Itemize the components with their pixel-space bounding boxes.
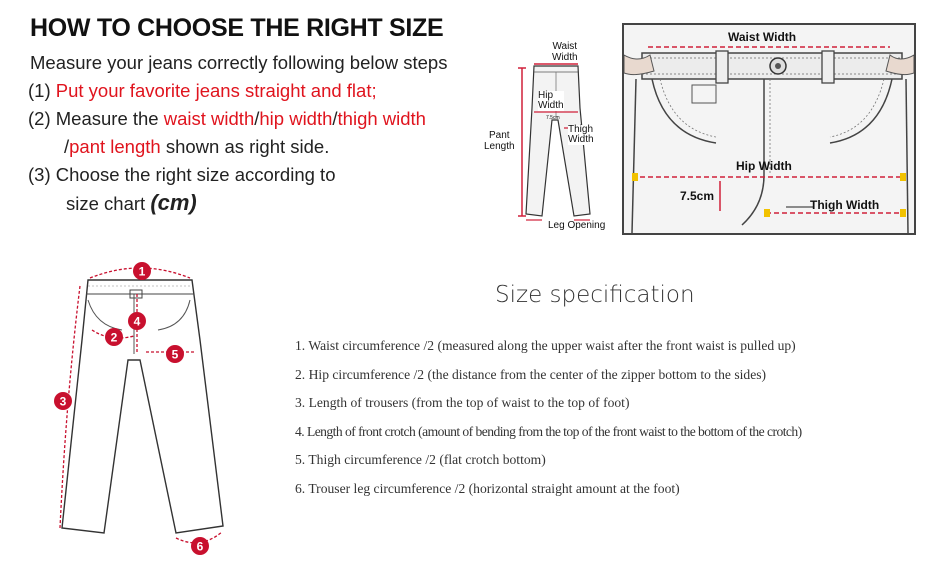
spec-item-6: 6. Trouser leg circumference /2 (horizon… [295, 481, 680, 496]
leg-opening-label: Leg Opening [548, 220, 606, 231]
step-2-sep: / [64, 136, 70, 157]
page-title: HOW TO CHOOSE THE RIGHT SIZE [30, 14, 444, 42]
crotch-offset-label: 7.5cm [680, 189, 715, 203]
spec-item-2: 2. Hip circumference /2 (the distance fr… [295, 367, 767, 382]
badge-1: 1 [133, 262, 151, 280]
svg-text:2: 2 [111, 331, 118, 345]
pants-outline [61, 279, 224, 534]
jeans-closeup-photo: Waist Width Hip Width 7.5cm Thigh Width [622, 23, 916, 235]
step-2-thigh: thigh width [337, 108, 426, 129]
badge-2: 2 [105, 328, 123, 346]
length-measure-line [59, 285, 81, 529]
spec-item-1: 1. Waist circumference /2 (measured alon… [295, 338, 796, 353]
step-2-post: shown as right side. [160, 136, 330, 157]
belt-loop [715, 50, 729, 84]
step-3-cont: size chart (cm) [66, 190, 197, 216]
step-2-hip: hip width [259, 108, 333, 129]
unit-label: (cm) [150, 190, 197, 215]
intro-text: Measure your jeans correctly following b… [30, 52, 448, 73]
left-pocket [651, 78, 717, 144]
step-1: (1) Put your favorite jeans straight and… [28, 80, 377, 102]
waist-width-label: Waist Width [728, 30, 797, 44]
label-line: Width [568, 134, 594, 145]
svg-text:3: 3 [60, 395, 67, 409]
jeans-closeup-drawing [624, 25, 914, 233]
step-2-number: (2) [28, 108, 51, 129]
spec-item-3: 3. Length of trousers (from the top of w… [295, 395, 630, 410]
right-hand [885, 54, 914, 76]
step-2-length: pant length [69, 136, 161, 157]
left-hand [624, 54, 655, 76]
step-3-number: (3) [28, 164, 51, 185]
label-line: Hip [538, 90, 554, 101]
badge-4: 4 [128, 312, 146, 330]
fly-seam [741, 79, 765, 226]
spec-item-4: 4. Length of front crotch (amount of ben… [295, 424, 802, 439]
step-2-sep: / [332, 108, 338, 129]
label-line: Waist [552, 41, 578, 52]
label-line: Thigh [568, 124, 594, 135]
thigh-width-label: Thigh Width [810, 198, 880, 212]
label-line: Pant [489, 130, 510, 141]
coin-pocket [691, 84, 717, 104]
belt-loop [821, 50, 835, 84]
label-line: Length [484, 141, 515, 152]
numbered-jeans-diagram: 1 2 3 4 5 6 [54, 262, 224, 555]
step-2-pre: Measure the [55, 108, 164, 129]
svg-text:4: 4 [134, 315, 141, 329]
svg-text:6: 6 [197, 540, 204, 554]
step-1-text: Put your favorite jeans straight and fla… [55, 80, 377, 101]
badge-5: 5 [166, 345, 184, 363]
label-line: Width [552, 52, 578, 63]
step-2-cont: /pant length shown as right side. [64, 136, 329, 158]
thigh-width-label: Thigh Width [568, 125, 594, 145]
step-2: (2) Measure the waist width/hip width/th… [28, 108, 426, 130]
spec-title: Size specification [495, 282, 695, 308]
hip-width-label: Hip Width [736, 159, 792, 173]
step-1-number: (1) [28, 80, 51, 101]
tiny-measure-label: 7.5cm [546, 115, 560, 121]
hip-width-label: Hip Width [538, 91, 564, 111]
badge-3: 3 [54, 392, 72, 410]
pant-length-label: Pant Length [484, 130, 515, 152]
step-3-line1: Choose the right size according to [55, 164, 336, 185]
label-line: Width [538, 100, 564, 111]
step-3-line2: size chart [66, 193, 151, 214]
step-2-waist: waist width [163, 108, 255, 129]
waist-width-label: Waist Width [552, 41, 578, 63]
step-2-sep: / [254, 108, 260, 129]
svg-text:1: 1 [139, 265, 146, 279]
badge-6: 6 [191, 537, 209, 555]
right-pocket [829, 78, 893, 144]
step-3: (3) Choose the right size according to [28, 164, 335, 186]
spec-item-5: 5. Thigh circumference /2 (flat crotch b… [295, 452, 546, 467]
svg-text:5: 5 [172, 348, 179, 362]
